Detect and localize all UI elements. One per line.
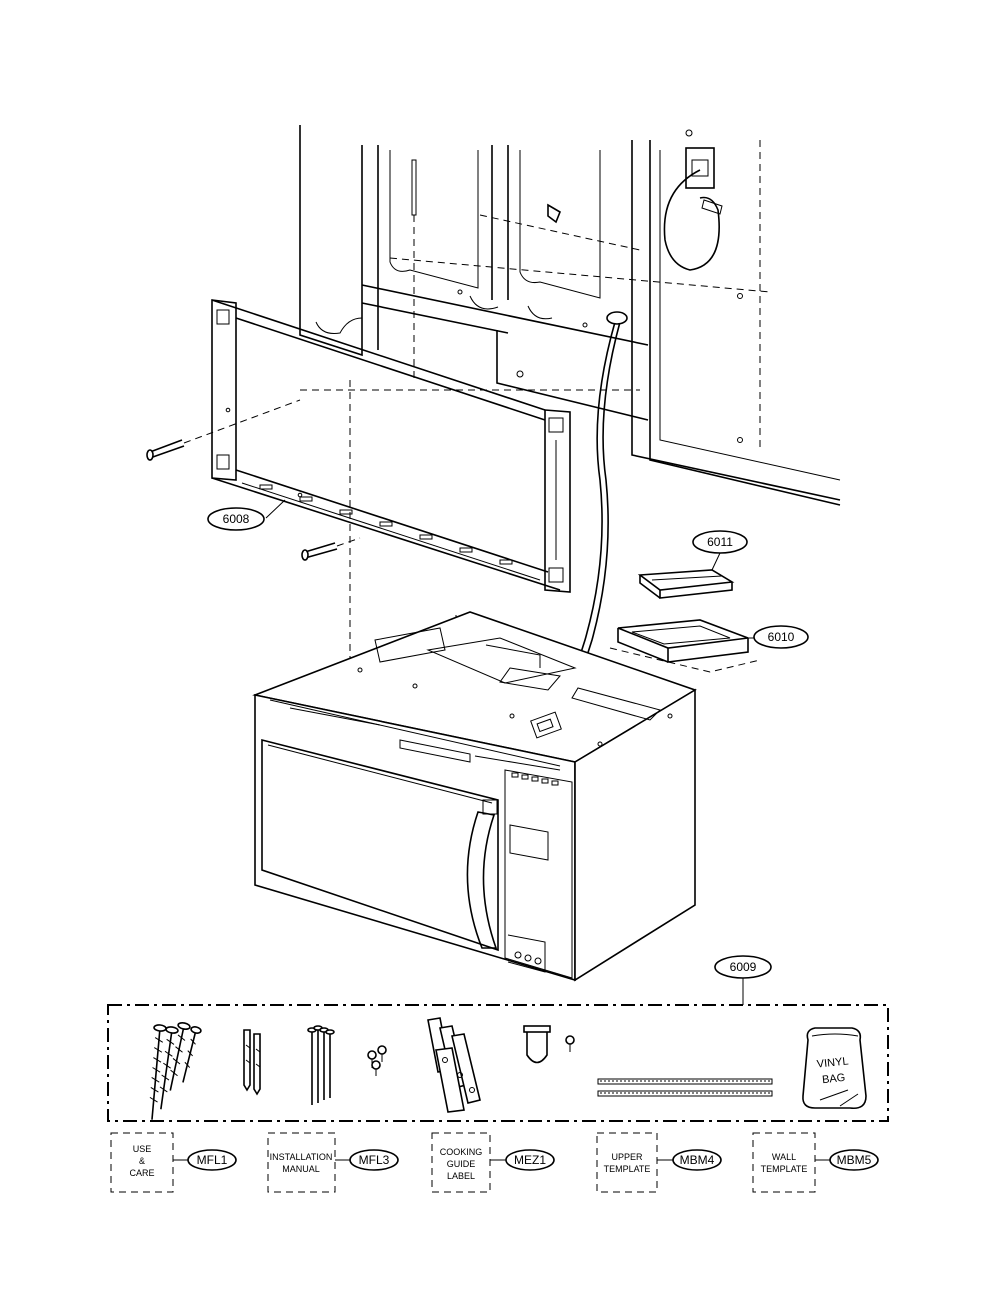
callout-6011: 6011 (692, 530, 748, 571)
doc-installation-manual: INSTALLATION MANUAL MFL3 (267, 1132, 399, 1193)
svg-text:TEMPLATE: TEMPLATE (604, 1164, 651, 1174)
microwave-oven (252, 611, 697, 982)
doc-upper-template: UPPER TEMPLATE MBM4 (596, 1132, 722, 1193)
toggle-bolts (307, 1025, 335, 1105)
hardware-kit-box (107, 1004, 889, 1122)
tape-strips (597, 1078, 773, 1097)
callout-6010: 6010 (748, 625, 809, 649)
callout-6011-label: 6011 (707, 535, 733, 549)
upper-cabinet (299, 125, 771, 421)
svg-text:INSTALLATION: INSTALLATION (270, 1152, 333, 1162)
svg-text:LABEL: LABEL (447, 1171, 475, 1181)
toggle-wings (427, 1017, 481, 1113)
mounting-bolt-left (146, 399, 301, 461)
doc-cooking-guide-label: COOKING GUIDE LABEL MEZ1 (431, 1132, 555, 1193)
callout-6009-label: 6009 (730, 960, 757, 974)
small-screws (367, 1045, 387, 1076)
vinyl-bag: VINYL BAG (802, 1027, 867, 1110)
callout-mfl3-label: MFL3 (359, 1153, 390, 1167)
svg-text:COOKING: COOKING (440, 1147, 483, 1157)
callout-mfl1-label: MFL1 (197, 1153, 228, 1167)
callout-mbm4-label: MBM4 (680, 1153, 715, 1167)
svg-text:MANUAL: MANUAL (282, 1164, 320, 1174)
svg-text:TEMPLATE: TEMPLATE (761, 1164, 808, 1174)
callout-mez1-label: MEZ1 (514, 1153, 546, 1167)
damper-6011 (637, 569, 735, 599)
door-handle (466, 811, 498, 949)
wall-anchors (243, 1029, 261, 1096)
vinyl-bag-line-1: VINYL (816, 1055, 849, 1070)
svg-text:CARE: CARE (129, 1168, 154, 1178)
svg-text:WALL: WALL (772, 1152, 796, 1162)
mounting-bolt-center (301, 537, 361, 561)
doc-use-and-care: USE & CARE MFL1 (110, 1132, 237, 1193)
callout-6010-label: 6010 (768, 630, 795, 644)
wall-outlet-area (631, 129, 841, 506)
cord-clamp (523, 1025, 575, 1064)
wood-screws (149, 1022, 202, 1120)
mounting-plate-6008 (211, 299, 571, 593)
callout-6009: 6009 (714, 955, 772, 1005)
svg-text:UPPER: UPPER (611, 1152, 643, 1162)
vinyl-bag-line-2: BAG (822, 1072, 846, 1086)
electrical-outlet (685, 147, 715, 189)
power-cord (663, 169, 720, 271)
exhaust-adapter-6010 (617, 619, 749, 663)
svg-text:&: & (139, 1156, 145, 1166)
svg-text:GUIDE: GUIDE (447, 1159, 476, 1169)
callout-mbm5-label: MBM5 (837, 1153, 872, 1167)
callout-6008: 6008 (207, 499, 286, 531)
doc-wall-template: WALL TEMPLATE MBM5 (752, 1132, 879, 1193)
callout-6008-label: 6008 (223, 512, 250, 526)
svg-text:USE: USE (133, 1144, 152, 1154)
